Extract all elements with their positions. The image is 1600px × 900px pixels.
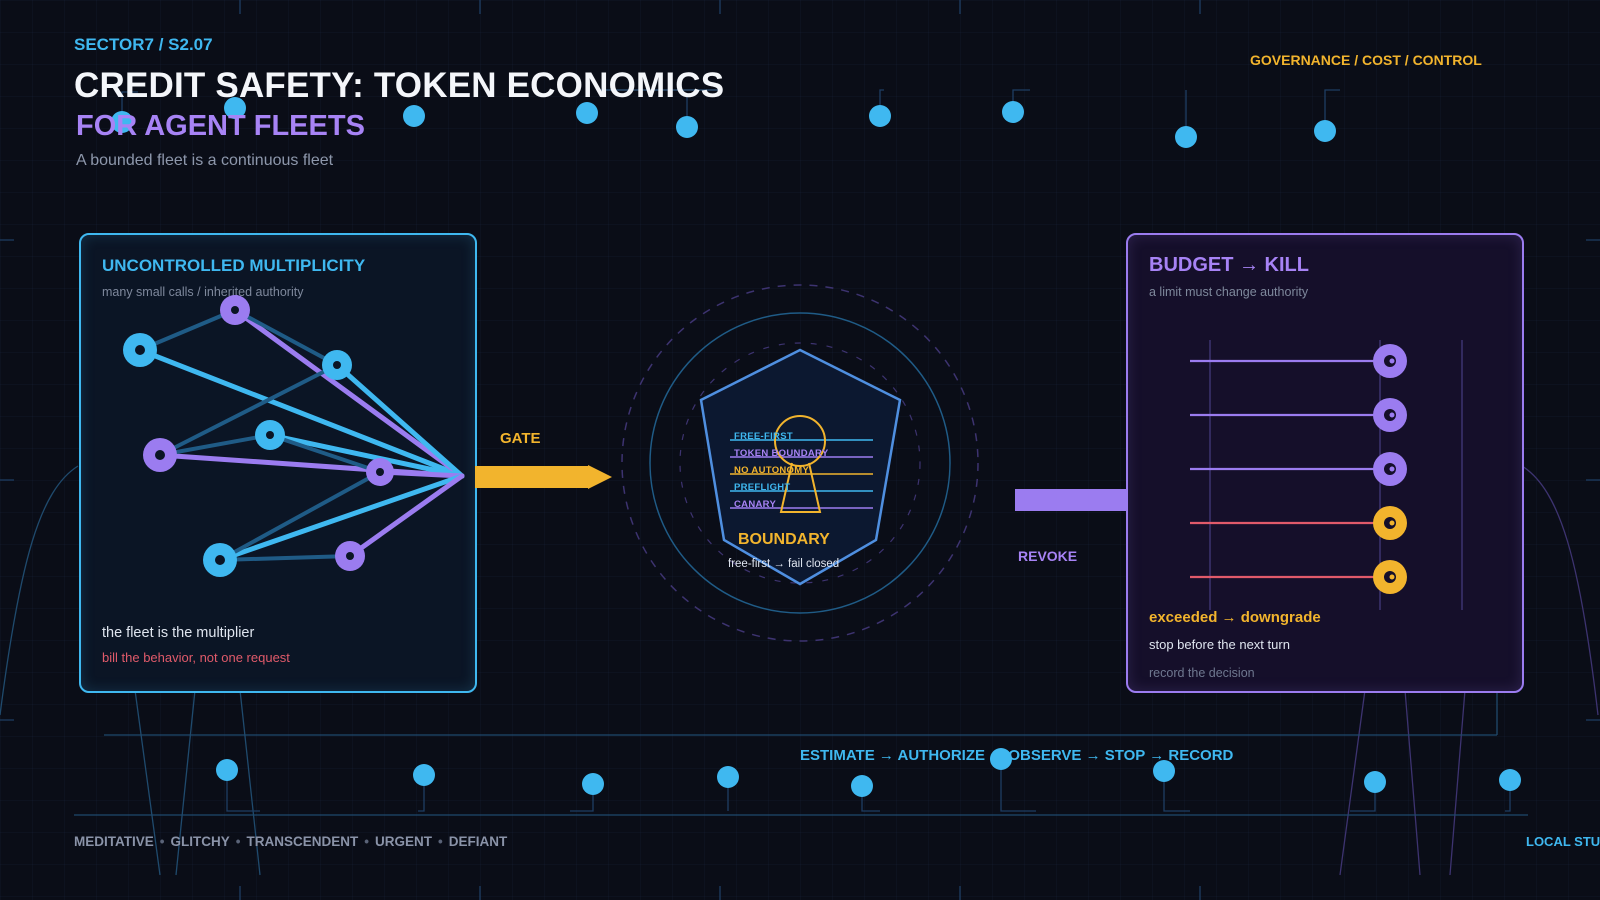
right-panel-title: BUDGET → KILL xyxy=(1149,254,1309,276)
mood-tag: TRANSCENDENT xyxy=(246,834,359,849)
mood-tag: MEDITATIVE xyxy=(74,834,154,849)
uncontrolled-multiplicity-panel xyxy=(79,233,477,693)
budget-kill-panel xyxy=(1126,233,1524,693)
boundary-rule: TOKEN BOUNDARY xyxy=(734,448,829,459)
sector-label: SECTOR7 / S2.07 xyxy=(74,35,213,54)
boundary-sublabel: free-first → fail closed xyxy=(728,558,840,570)
gate-label: GATE xyxy=(500,430,541,447)
boundary-label: BOUNDARY xyxy=(738,531,830,548)
revoke-label: REVOKE xyxy=(1018,548,1078,564)
studio-label: LOCAL STUD xyxy=(1526,834,1600,849)
right-panel-subtitle: a limit must change authority xyxy=(1149,285,1309,299)
page-title: CREDIT SAFETY: TOKEN ECONOMICS xyxy=(74,66,725,105)
category-tag: GOVERNANCE / COST / CONTROL xyxy=(1250,52,1482,68)
boundary-rule: FREE-FIRST xyxy=(734,431,793,442)
right-panel-note-tertiary: record the decision xyxy=(1149,666,1255,680)
boundary-rule: CANARY xyxy=(734,499,777,510)
mood-tag: GLITCHY xyxy=(170,834,230,849)
left-panel-note-primary: the fleet is the multiplier xyxy=(102,625,255,641)
mood-tag: URGENT xyxy=(374,834,432,849)
boundary-rule: NO AUTONOMY xyxy=(734,465,810,476)
page-title-line2: FOR AGENT FLEETS xyxy=(76,110,365,142)
page-subtitle: A bounded fleet is a continuous fleet xyxy=(76,152,334,169)
mood-tag: DEFIANT xyxy=(448,834,508,849)
right-panel-note-secondary: stop before the next turn xyxy=(1149,637,1290,652)
boundary-rule: PREFLIGHT xyxy=(734,482,791,493)
mood-tags: MEDITATIVE•GLITCHY•TRANSCENDENT•URGENT•D… xyxy=(74,834,508,849)
left-panel-title: UNCONTROLLED MULTIPLICITY xyxy=(102,256,366,275)
left-panel-note-secondary: bill the behavior, not one request xyxy=(102,650,290,665)
pipeline-steps: ESTIMATE → AUTHORIZE → OBSERVE → STOP → … xyxy=(800,747,1234,764)
left-panel-subtitle: many small calls / inherited authority xyxy=(102,285,304,299)
right-panel-note-primary: exceeded → downgrade xyxy=(1149,609,1321,626)
